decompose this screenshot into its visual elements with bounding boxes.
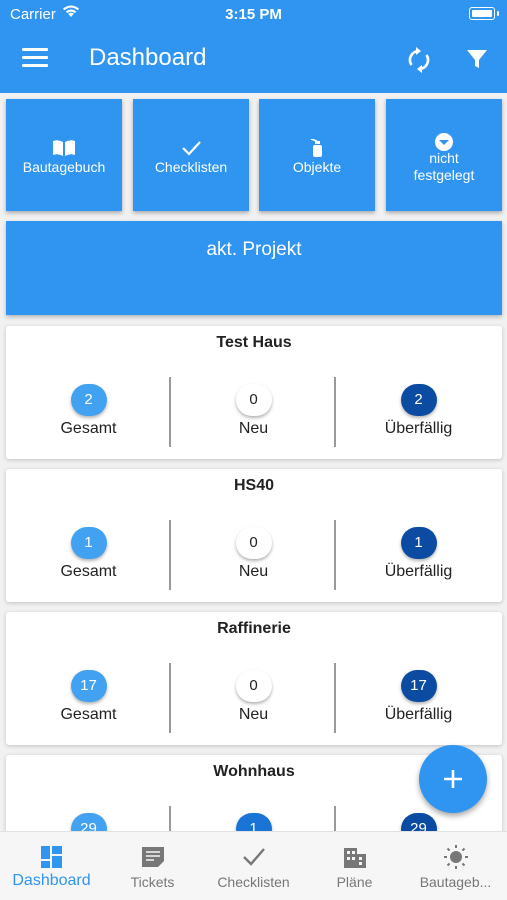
add-button[interactable] [419, 745, 487, 813]
check-icon [182, 141, 201, 156]
stat-label: Gesamt [60, 420, 117, 437]
count-badge: 17 [70, 670, 107, 702]
nav-checklisten[interactable]: Checklisten [203, 832, 304, 900]
stat-label: Gesamt [60, 563, 117, 580]
stat-ueberfaellig: 2 Überfällig [336, 384, 501, 438]
tile-bautagebuch[interactable]: Bautagebuch [6, 99, 122, 211]
stat-label: Gesamt [60, 706, 117, 723]
stat-gesamt: 17 Gesamt [6, 670, 171, 724]
project-name: Wohnhaus [213, 763, 295, 780]
current-project-banner[interactable]: akt. Projekt [6, 221, 502, 315]
stat-label: Überfällig [384, 563, 453, 580]
count-badge: 0 [235, 384, 272, 416]
count-badge: 0 [235, 670, 272, 702]
battery-icon [469, 7, 499, 20]
project-card[interactable]: Raffinerie 17 Gesamt 0 Neu 17 Überfällig [6, 612, 502, 745]
divider [334, 377, 336, 447]
stat-neu: 0 Neu [171, 384, 336, 438]
project-name: Test Haus [216, 334, 292, 351]
wifi-icon [63, 5, 79, 17]
nav-plaene[interactable]: Pläne [304, 832, 405, 900]
building-icon [344, 848, 366, 868]
stat-ueberfaellig: 17 Überfällig [336, 670, 501, 724]
stat-neu: 0 Neu [171, 670, 336, 724]
stat-label: Überfällig [384, 420, 453, 437]
sun-icon [444, 845, 468, 869]
nav-label: Pläne [336, 874, 373, 890]
project-card[interactable]: HS40 1 Gesamt 0 Neu 1 Überfällig [6, 469, 502, 602]
count-badge: 2 [400, 384, 437, 416]
app-header: Carrier 3:15 PM Dashboard [0, 0, 507, 93]
nav-label: Checklisten [217, 874, 290, 890]
carrier-label: Carrier [10, 6, 56, 23]
divider [169, 520, 171, 590]
stat-label: Neu [238, 563, 269, 580]
count-badge: 0 [235, 527, 272, 559]
stat-label: Neu [238, 420, 269, 437]
status-time: 3:15 PM [225, 6, 282, 23]
divider [334, 663, 336, 733]
count-badge: 1 [70, 527, 107, 559]
check-icon [243, 848, 265, 866]
filter-icon[interactable] [465, 47, 489, 71]
stat-neu: 0 Neu [171, 527, 336, 581]
dashboard-icon [41, 846, 62, 868]
count-badge: 2 [70, 384, 107, 416]
divider [169, 663, 171, 733]
nav-tickets[interactable]: Tickets [102, 832, 203, 900]
menu-icon[interactable] [22, 48, 48, 70]
tile-label-line1: nicht [429, 150, 459, 166]
divider [169, 377, 171, 447]
tile-label-line2: festgelegt [413, 167, 475, 183]
project-name: HS40 [233, 477, 275, 494]
stat-label: Neu [238, 706, 269, 723]
tile-label: Bautagebuch [22, 159, 106, 175]
nav-bautagebuch[interactable]: Bautageb... [405, 832, 506, 900]
nav-label: Tickets [130, 874, 175, 890]
project-card[interactable]: Test Haus 2 Gesamt 0 Neu 2 Überfällig [6, 326, 502, 459]
tile-project-select[interactable]: nicht festgelegt [386, 99, 502, 211]
tile-label: nicht festgelegt [386, 150, 502, 184]
count-badge: 1 [400, 527, 437, 559]
divider [334, 520, 336, 590]
fire-extinguisher-icon [310, 139, 322, 157]
stat-gesamt: 1 Gesamt [6, 527, 171, 581]
tile-checklisten[interactable]: Checklisten [133, 99, 249, 211]
stat-ueberfaellig: 1 Überfällig [336, 527, 501, 581]
nav-label: Dashboard [12, 872, 91, 889]
count-badge: 17 [400, 670, 437, 702]
ticket-note-icon [142, 847, 164, 867]
stat-label: Überfällig [384, 706, 453, 723]
page-title: Dashboard [89, 44, 207, 71]
stat-gesamt: 2 Gesamt [6, 384, 171, 438]
project-name: Raffinerie [217, 620, 291, 637]
book-icon [53, 140, 75, 156]
chevron-down-circle-icon [435, 133, 453, 151]
tile-label: Checklisten [154, 159, 228, 175]
sync-icon[interactable] [405, 46, 433, 74]
bottom-navigation: Dashboard Tickets Checklisten Pläne [0, 831, 507, 900]
nav-dashboard[interactable]: Dashboard [1, 832, 102, 900]
nav-label: Bautageb... [419, 874, 492, 890]
status-bar: Carrier 3:15 PM [0, 0, 507, 30]
plus-icon [444, 770, 462, 788]
tile-label: Objekte [292, 159, 342, 175]
tile-objekte[interactable]: Objekte [259, 99, 375, 211]
